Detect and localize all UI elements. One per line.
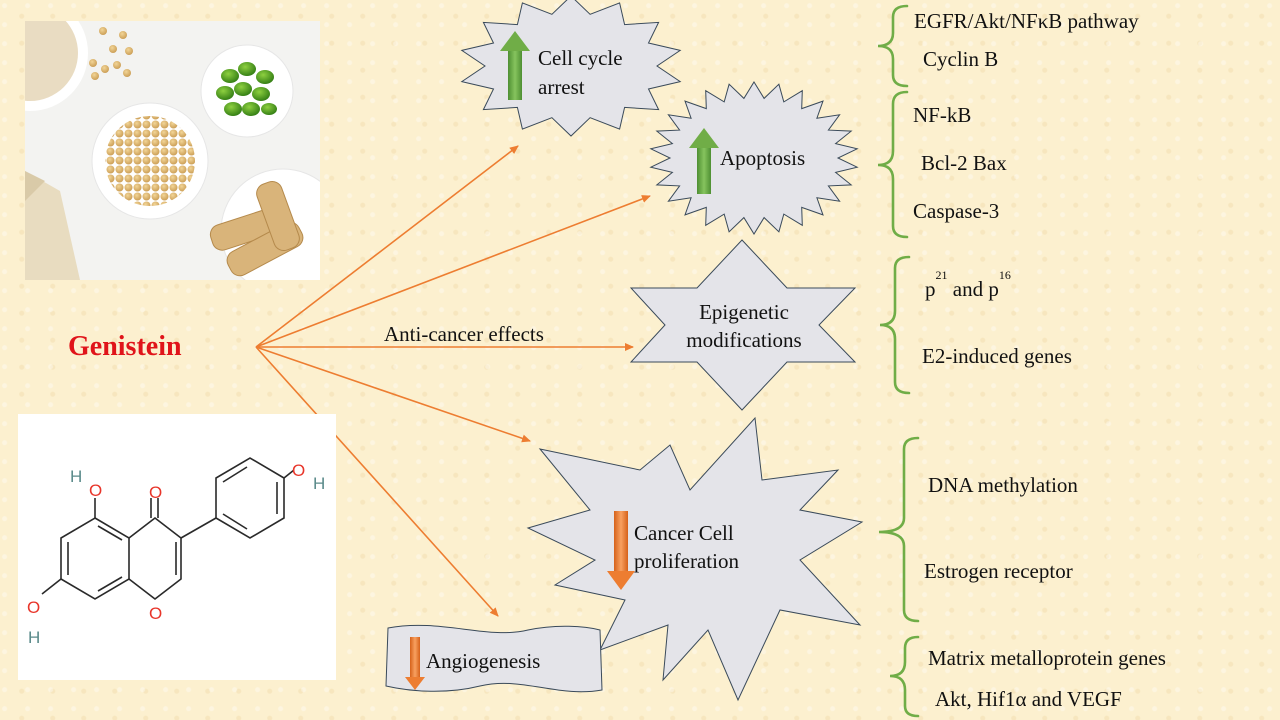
atom-o-carbonyl: O xyxy=(149,483,162,502)
atom-h-hydroxyl-a: H xyxy=(70,467,82,486)
atom-h-hydroxyl-c: H xyxy=(313,474,325,493)
proliferation-down-arrow xyxy=(607,511,635,590)
epigenetic-label-line2: modifications xyxy=(686,328,802,352)
atom-o-hydroxyl-a: O xyxy=(89,481,102,500)
brace-apoptosis xyxy=(877,90,909,239)
cell-cycle-label-line1: Cell cycle xyxy=(538,46,623,70)
atom-o-ring: O xyxy=(149,604,162,623)
epigenetic-hexagram-shape xyxy=(629,239,857,411)
p16-superscript: 16 xyxy=(998,268,1011,282)
brace-cell-cycle xyxy=(877,4,909,88)
p21-p-text: p xyxy=(925,277,936,301)
proliferation-label-line2: proliferation xyxy=(634,549,739,573)
angiogenesis-label: Angiogenesis xyxy=(426,649,541,673)
soy-foods-photo xyxy=(25,21,320,280)
apoptosis-label: Apoptosis xyxy=(720,146,806,170)
mechanism-p21-p16: p21 and p16 xyxy=(925,269,1011,301)
mechanism-estrogen-receptor: Estrogen receptor xyxy=(924,559,1073,583)
brace-angiogenesis xyxy=(889,635,920,718)
angiogenesis-wave-banner xyxy=(385,624,603,693)
mechanism-egfr-akt-nfkb: EGFR/Akt/NFκB pathway xyxy=(914,9,1139,33)
apoptosis-up-arrow xyxy=(689,128,719,194)
arrow-to-apoptosis xyxy=(255,195,651,348)
arrow-to-cell-cycle xyxy=(255,145,519,348)
mechanism-nf-kb: NF-kB xyxy=(913,103,972,127)
mechanism-akt-hif1a-vegf: Akt, Hif1α and VEGF xyxy=(935,687,1122,711)
arrow-to-proliferation xyxy=(255,346,531,443)
brace-epigenetic xyxy=(879,255,911,395)
effect-arrows xyxy=(255,145,651,617)
angiogenesis-down-arrow xyxy=(405,637,425,690)
cell-cycle-label-line2: arrest xyxy=(538,75,585,99)
mechanism-bcl2-bax: Bcl-2 Bax xyxy=(921,151,1007,175)
mechanism-caspase-3: Caspase-3 xyxy=(913,199,1000,223)
mechanism-cyclin-b: Cyclin B xyxy=(923,47,999,71)
compound-title: Genistein xyxy=(68,331,182,362)
brace-proliferation xyxy=(878,436,920,623)
p21-superscript: 21 xyxy=(935,268,948,282)
arrow-to-angiogenesis xyxy=(255,346,499,617)
mechanism-braces xyxy=(877,4,920,718)
proliferation-burst-shape xyxy=(526,416,864,702)
atom-o-hydroxyl-b: O xyxy=(27,598,40,617)
mechanism-matrix-metalloprotein: Matrix metalloprotein genes xyxy=(928,646,1166,670)
atom-h-hydroxyl-b: H xyxy=(28,628,40,647)
mechanism-e2-induced-genes: E2-induced genes xyxy=(922,344,1072,368)
proliferation-label-line1: Cancer Cell xyxy=(634,521,734,545)
mechanism-dna-methylation: DNA methylation xyxy=(928,473,1078,497)
atom-o-hydroxyl-c: O xyxy=(292,461,305,480)
p16-and-p-text: and p xyxy=(947,277,999,301)
cell-cycle-up-arrow xyxy=(500,31,530,100)
genistein-chemical-structure: O O H O O H O H xyxy=(18,414,336,680)
apoptosis-star-shape xyxy=(649,81,859,235)
epigenetic-label-line1: Epigenetic xyxy=(699,300,789,324)
anti-cancer-effects-label: Anti-cancer effects xyxy=(384,322,544,346)
